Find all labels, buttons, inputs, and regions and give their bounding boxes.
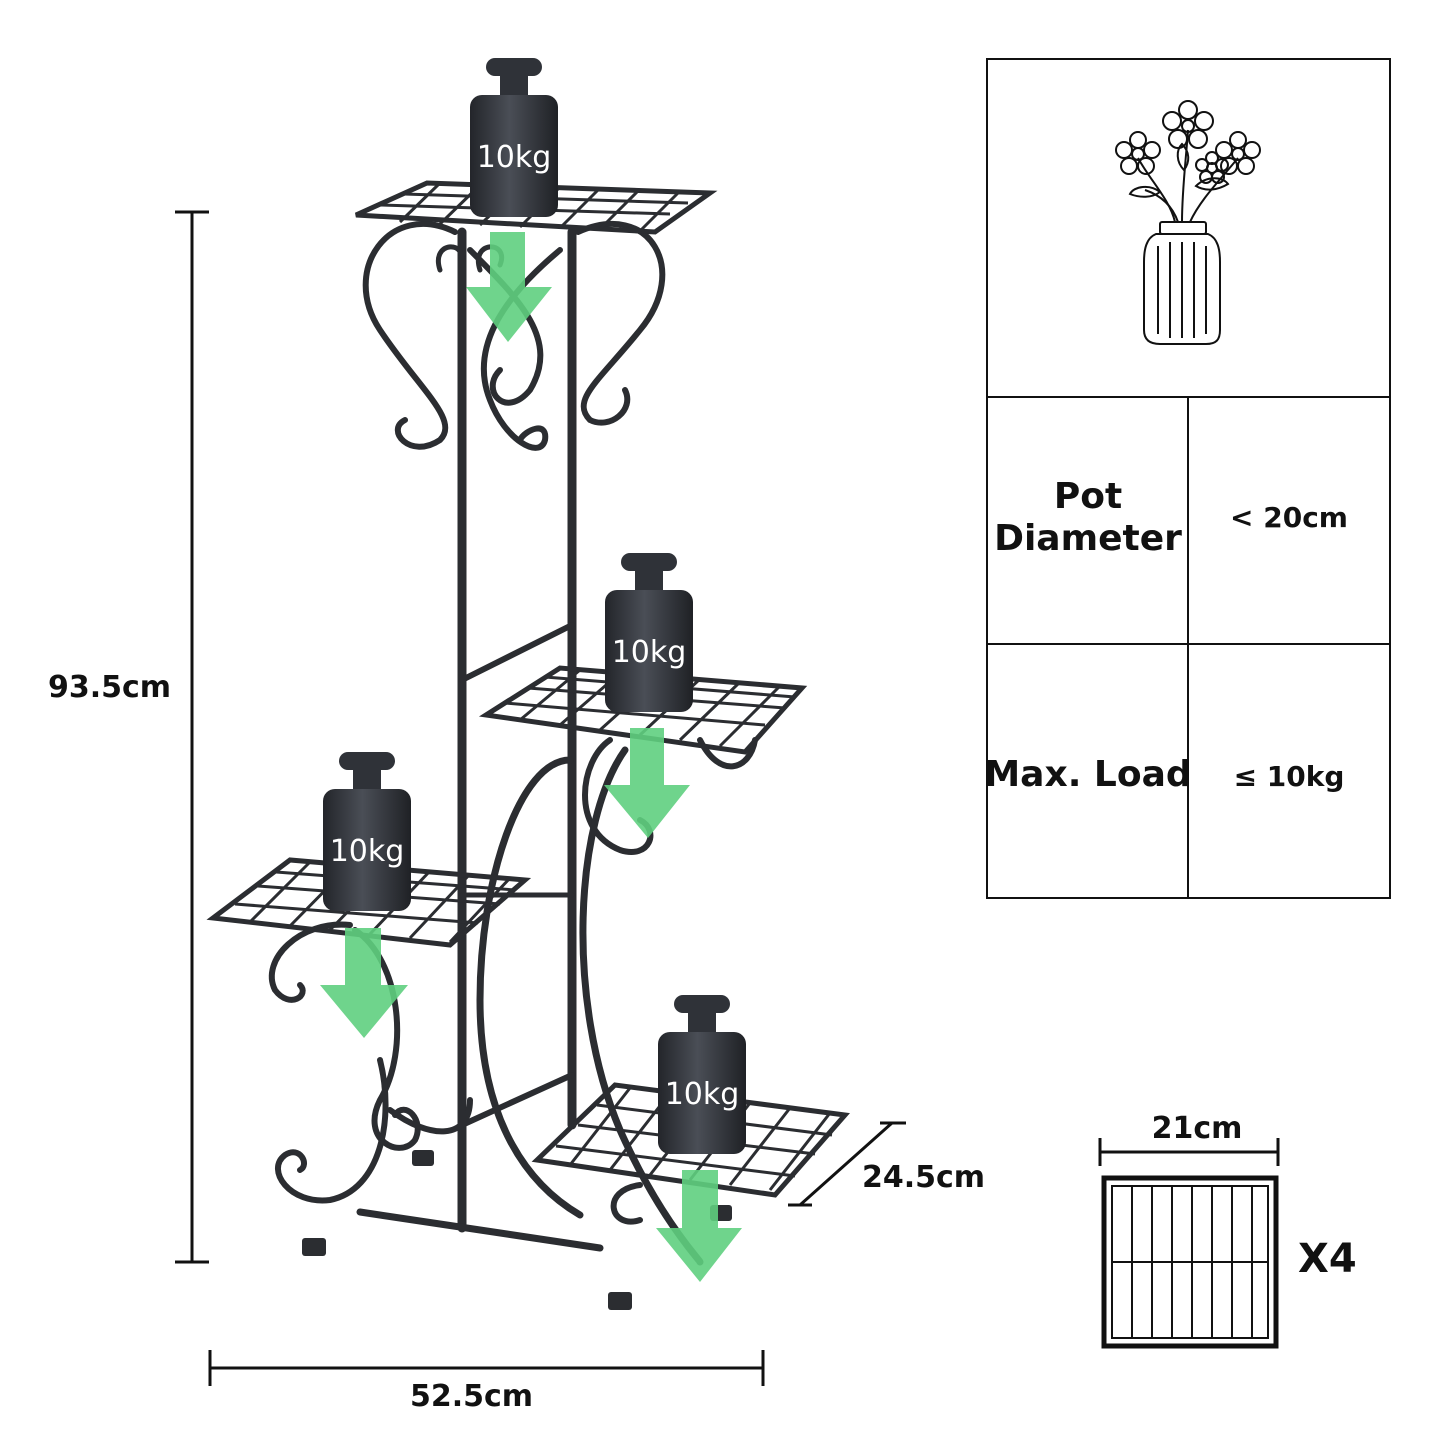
weight-icon: 10kg	[658, 995, 746, 1154]
shelf-width-label: 21cm	[1152, 1111, 1243, 1146]
down-arrow-icon	[320, 928, 408, 1038]
weight-icon: 10kg	[605, 553, 693, 712]
weight-label: 10kg	[665, 1077, 740, 1112]
shelf-width-dimension	[1098, 1138, 1280, 1166]
max-load-label: Max. Load	[984, 754, 1191, 795]
weight-icon: 10kg	[470, 58, 558, 217]
weight-label: 10kg	[477, 140, 552, 175]
depth-label: 24.5cm	[862, 1160, 985, 1195]
width-dimension	[208, 1350, 765, 1386]
shelf-grid-icon	[1101, 1175, 1279, 1349]
down-arrow-icon	[466, 232, 552, 342]
weight-icon: 10kg	[323, 752, 411, 911]
spec-table	[986, 58, 1391, 899]
down-arrow-icon	[604, 728, 690, 838]
pot-diameter-label: Pot	[1054, 476, 1122, 517]
width-label: 52.5cm	[410, 1379, 533, 1414]
flower-vase-icon	[1115, 100, 1261, 345]
depth-dimension	[788, 1121, 906, 1207]
pot-diameter-value: < 20cm	[1230, 501, 1348, 534]
weight-label: 10kg	[612, 635, 687, 670]
plant-stand	[268, 221, 758, 1310]
max-load-value: ≤ 10kg	[1234, 760, 1345, 793]
pot-diameter-label: Diameter	[994, 518, 1182, 559]
height-dimension	[175, 210, 209, 1264]
shelf-count-label: X4	[1298, 1236, 1357, 1282]
down-arrow-icon	[656, 1170, 742, 1282]
height-label: 93.5cm	[48, 670, 171, 705]
weight-label: 10kg	[330, 834, 405, 869]
